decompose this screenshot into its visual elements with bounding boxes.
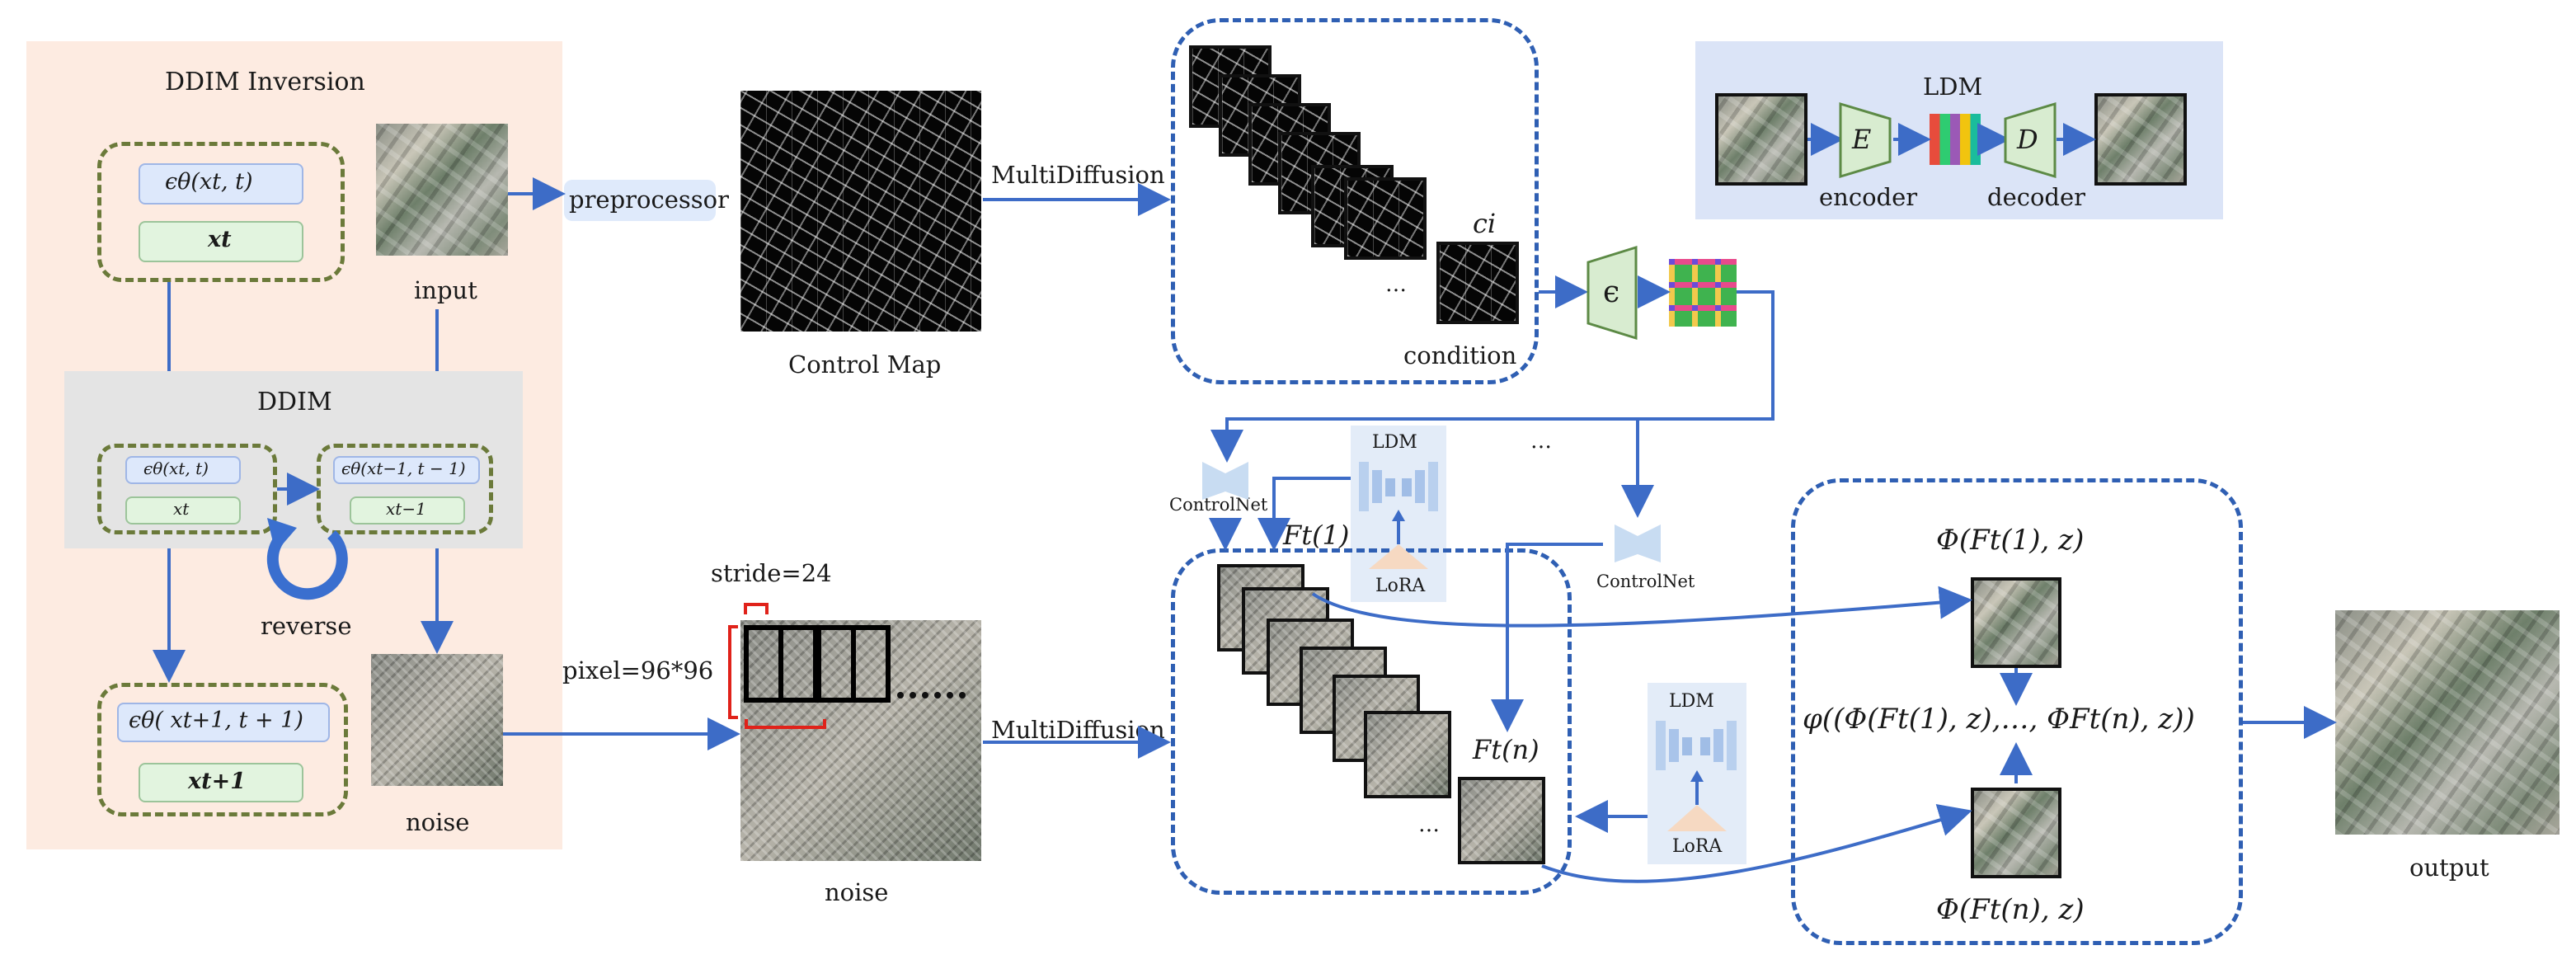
controlnet-left-label: ControlNet bbox=[1169, 495, 1268, 515]
encoder-label: encoder bbox=[1819, 183, 1918, 211]
ddim-left-group bbox=[97, 444, 277, 534]
controlnet-right-icon bbox=[1615, 524, 1661, 562]
pixel-bracket-vertical bbox=[728, 625, 738, 719]
pixel-label: pixel=96*96 bbox=[562, 656, 714, 684]
ddim-x-right-text: xt−1 bbox=[386, 499, 426, 519]
ddim-eps-left-text: ϵθ(xt, t) bbox=[143, 459, 209, 478]
ldm-lower-lora: LoRA bbox=[1672, 836, 1723, 857]
ddim-eps-left-pill bbox=[125, 456, 241, 484]
multidiffusion-bottom-label: MultiDiffusion bbox=[991, 716, 1165, 744]
feature-map-n bbox=[1458, 777, 1545, 864]
top-eps-group bbox=[97, 142, 345, 282]
ddim-x-right-pill bbox=[350, 496, 465, 524]
latent-mosaic-ldm bbox=[1930, 114, 1981, 165]
reverse-cycle-icon bbox=[266, 518, 348, 600]
condition-map-last bbox=[1436, 242, 1519, 324]
epsilon-symbol: ϵ bbox=[1603, 275, 1620, 309]
ddim-eps-right-pill bbox=[333, 456, 480, 484]
output-image bbox=[2335, 610, 2560, 835]
noise-image-left bbox=[371, 654, 503, 786]
noise-label-center: noise bbox=[825, 878, 889, 906]
fusion-map-1 bbox=[1971, 577, 2061, 668]
stride-bracket bbox=[744, 603, 769, 614]
ldm-upper-lora: LoRA bbox=[1375, 576, 1426, 596]
x-top-pill bbox=[139, 221, 303, 262]
encoder-trapezoid-icon bbox=[1839, 101, 1892, 179]
ddim-title: DDIM bbox=[257, 388, 332, 416]
ldm-box-title: LDM bbox=[1923, 73, 1983, 101]
phi1-label: Φ(Ft(1), z) bbox=[1936, 524, 2085, 557]
decoder-symbol: D bbox=[2017, 124, 2038, 155]
fusion-group bbox=[1791, 478, 2243, 945]
controlnet-right-label: ControlNet bbox=[1596, 572, 1695, 591]
bottom-eps-group bbox=[97, 683, 348, 816]
output-label: output bbox=[2409, 854, 2489, 882]
ftn-label: Ft(n) bbox=[1473, 734, 1539, 765]
decoder-label: decoder bbox=[1987, 183, 2086, 211]
preprocessor-badge bbox=[564, 180, 716, 221]
ddim-inversion-title: DDIM Inversion bbox=[165, 68, 365, 96]
control-map-image bbox=[740, 91, 981, 332]
patch-dots bbox=[897, 692, 966, 699]
ddim-eps-right-text: ϵθ(xt−1, t − 1) bbox=[341, 459, 466, 478]
ldm-output-image bbox=[2094, 93, 2187, 186]
phin-label: Φ(Ft(n), z) bbox=[1936, 893, 2085, 926]
condition-label: condition bbox=[1403, 341, 1517, 369]
arrow-controlnet-right-to-ftn bbox=[1491, 543, 1603, 732]
features-ellipsis: … bbox=[1418, 812, 1440, 837]
ldm-input-image bbox=[1715, 93, 1807, 186]
encoder-symbol: E bbox=[1852, 124, 1872, 155]
ldm-lower-title: LDM bbox=[1669, 691, 1714, 712]
eps-bottom-pill bbox=[117, 703, 330, 742]
multidiffusion-top-label: MultiDiffusion bbox=[991, 161, 1165, 189]
controlnet-left-icon bbox=[1202, 462, 1248, 500]
condition-group bbox=[1171, 18, 1539, 384]
arrow-ft1-to-phi1 bbox=[1311, 586, 1972, 628]
decoder-trapezoid-icon bbox=[2004, 101, 2057, 179]
pixel-bracket-horizontal bbox=[745, 719, 826, 729]
input-image bbox=[376, 124, 508, 256]
eps-top-text: ϵθ(xt, t) bbox=[165, 169, 253, 195]
mid-ellipsis: … bbox=[1530, 429, 1552, 454]
features-group bbox=[1171, 548, 1572, 895]
patch-window-3 bbox=[813, 625, 891, 703]
fusion-map-n bbox=[1971, 788, 2061, 878]
condition-ellipsis: … bbox=[1385, 272, 1407, 297]
condition-map-6 bbox=[1344, 177, 1427, 260]
stride-label: stride=24 bbox=[711, 559, 832, 587]
reverse-label: reverse bbox=[261, 612, 352, 640]
arrow-latent-to-controlnet-left bbox=[1210, 290, 1775, 463]
latent-mosaic-top bbox=[1669, 259, 1737, 327]
ldm-upper-network-icon bbox=[1359, 462, 1438, 569]
arrow-ldm-upper-to-ft1 bbox=[1257, 477, 1351, 551]
eps-top-pill bbox=[139, 163, 303, 205]
epsilon-encoder-icon bbox=[1586, 245, 1638, 341]
noise-label-left: noise bbox=[406, 808, 470, 836]
ldm-lower-network-icon bbox=[1656, 721, 1737, 831]
eps-bottom-text: ϵθ( xt+1, t + 1) bbox=[129, 708, 303, 733]
preprocessor-label: preprocessor bbox=[569, 186, 729, 214]
ldm-upper-title: LDM bbox=[1372, 432, 1417, 453]
feature-map-6 bbox=[1364, 711, 1451, 798]
x-bottom-pill bbox=[139, 763, 303, 802]
x-bottom-text: xt+1 bbox=[188, 769, 246, 794]
arrow-ftn-to-phin bbox=[1541, 804, 1972, 883]
condition-ci: ci bbox=[1473, 208, 1497, 239]
control-map-label: Control Map bbox=[788, 350, 942, 379]
input-label: input bbox=[414, 276, 477, 304]
fusion-formula: φ((Φ(Ft(1), z),…, ΦFt(n), z)) bbox=[1803, 703, 2195, 736]
ft1-label: Ft(1) bbox=[1283, 520, 1350, 551]
x-top-text: xt bbox=[208, 227, 232, 252]
ddim-x-left-text: xt bbox=[173, 499, 190, 519]
ddim-x-left-pill bbox=[125, 496, 241, 524]
